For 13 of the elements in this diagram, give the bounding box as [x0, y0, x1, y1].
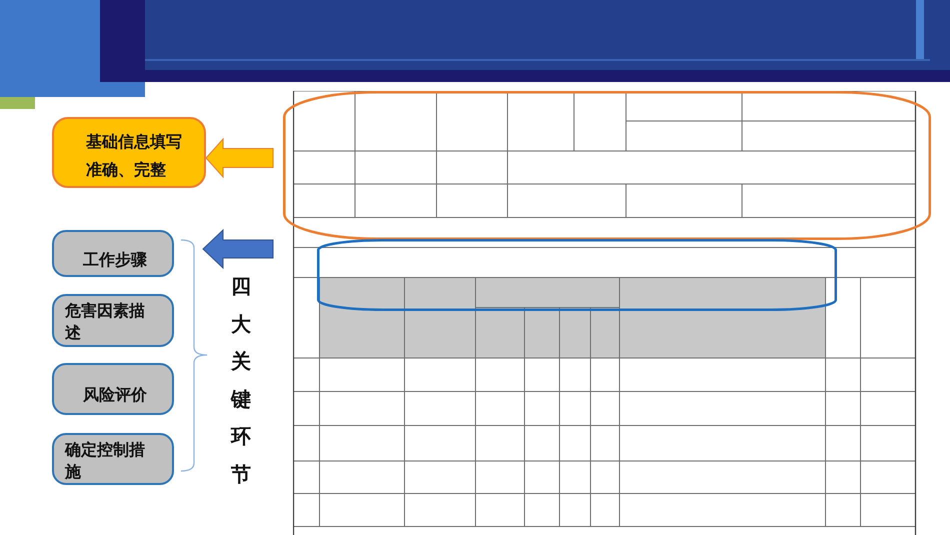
step-box: [52, 230, 174, 277]
block-arrow: [202, 228, 274, 270]
box-label: 工作步骤: [83, 249, 148, 271]
step-box: [52, 294, 174, 347]
box-label: 确定控制措施: [65, 439, 146, 483]
block-arrow: [205, 138, 274, 178]
step-box: [52, 433, 174, 485]
box-label: 风险评价: [83, 384, 148, 406]
box-label: 基础信息填写准确、完整: [86, 131, 183, 181]
box-label: 危害因素描述: [65, 300, 146, 344]
step-box: [52, 363, 174, 415]
info-box: [52, 117, 206, 188]
vertical-label: 四大关键环节: [231, 273, 251, 488]
